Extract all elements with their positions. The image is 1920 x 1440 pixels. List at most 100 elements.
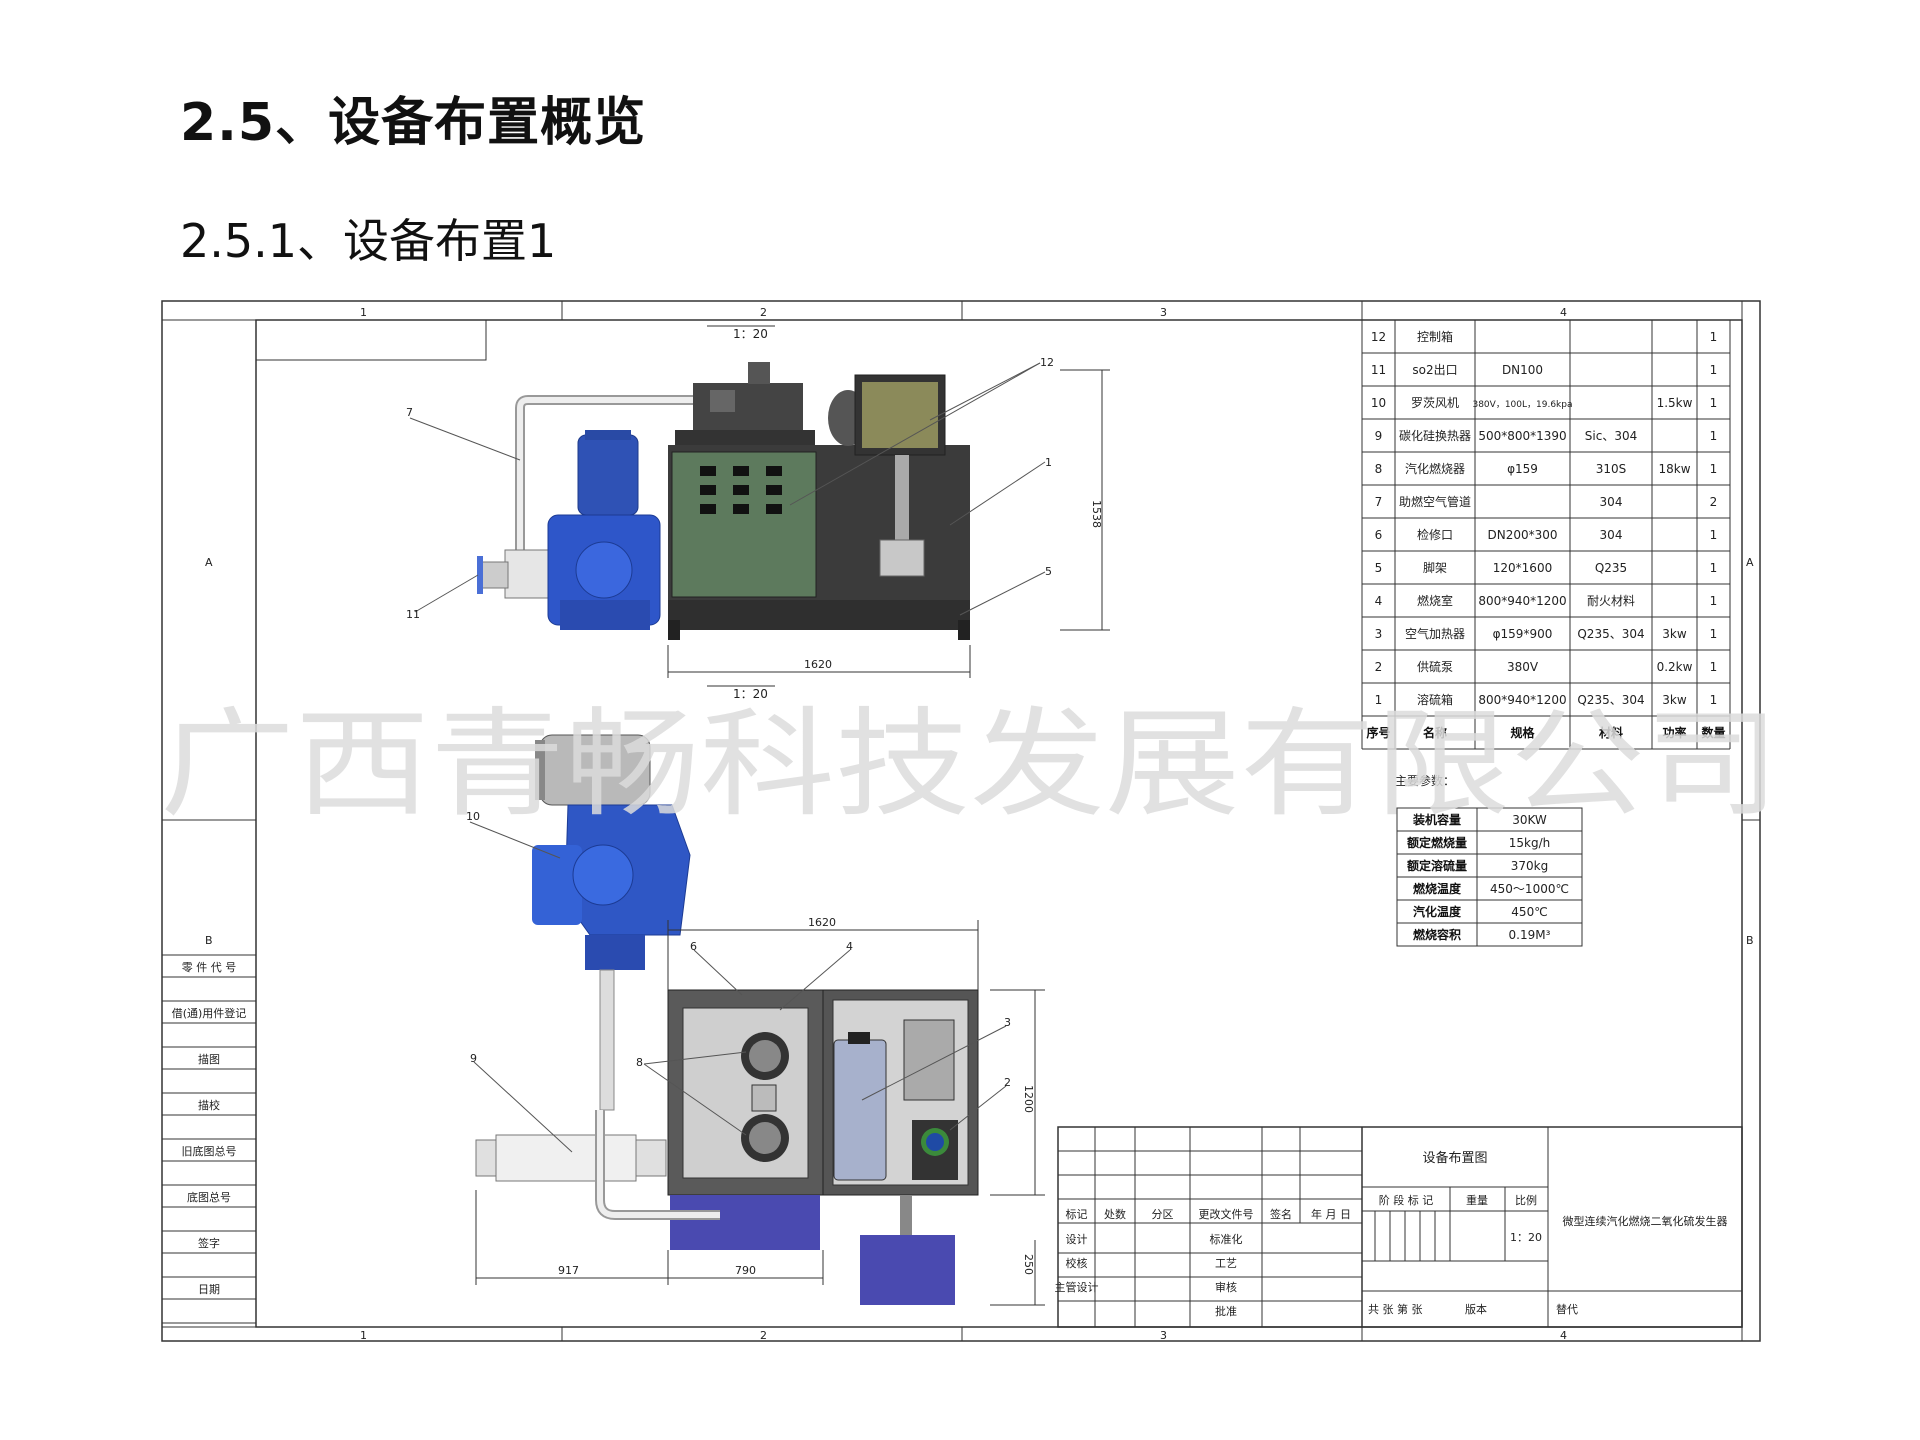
sidebar-label: 旧底图总号	[182, 1144, 237, 1158]
params-value: 30KW	[1512, 813, 1547, 827]
params-value: 450℃	[1511, 905, 1547, 919]
callout-9: 9	[470, 1052, 477, 1065]
parts-cell-spec: DN200*300	[1487, 528, 1557, 542]
frame-col-bottom-2: 2	[760, 1329, 767, 1342]
parts-cell-qty: 1	[1710, 693, 1718, 707]
sidebar-label: 借(通)用件登记	[172, 1006, 247, 1020]
sidebar-label: 底图总号	[187, 1190, 231, 1204]
title-block-header: 年 月 日	[1311, 1207, 1351, 1221]
sidebar-label: 零 件 代 号	[182, 961, 237, 974]
params-key: 燃烧温度	[1413, 881, 1462, 896]
dim-top-height: 1538	[1090, 500, 1103, 528]
parts-cell-spec: 800*940*1200	[1478, 594, 1566, 608]
callout-1: 1	[1045, 456, 1052, 469]
parts-cell-mat: 304	[1600, 495, 1623, 509]
parts-cell-power: 3kw	[1662, 693, 1687, 707]
title-block-header: 分区	[1152, 1208, 1174, 1221]
title-block-role: 校核	[1066, 1256, 1088, 1270]
plan-view: 1620 1200 250 917 790 10 9 8 6 4 3 2	[466, 734, 1045, 1306]
params-value: 15kg/h	[1509, 836, 1550, 850]
frame-row-left-b: B	[205, 934, 213, 947]
parts-cell-qty: 1	[1710, 561, 1718, 575]
parts-cell-name: 空气加热器	[1405, 626, 1465, 641]
parts-cell-name: 溶硫箱	[1417, 692, 1453, 707]
parts-cell-no: 7	[1375, 495, 1383, 509]
title-block-header: 签名	[1270, 1207, 1292, 1221]
parts-cell-qty: 1	[1710, 627, 1718, 641]
parts-cell-qty: 1	[1710, 330, 1718, 344]
title-block-role: 设计	[1066, 1233, 1088, 1246]
frame-row-left-a: A	[205, 556, 213, 569]
params-title: 主要参数：	[1395, 773, 1455, 788]
parts-cell-qty: 1	[1710, 363, 1718, 377]
parts-cell-qty: 1	[1710, 660, 1718, 674]
dim-top-width: 1620	[804, 658, 832, 671]
parts-cell-spec: φ159*900	[1493, 627, 1553, 641]
frame-col-top-2: 2	[760, 306, 767, 319]
parts-header-cell: 数量	[1701, 725, 1725, 740]
parts-cell-spec: 380V，100L，19.6kpa	[1472, 400, 1572, 410]
parts-cell-no: 11	[1371, 363, 1386, 377]
parts-cell-power: 3kw	[1662, 627, 1687, 641]
parts-cell-mat: 304	[1600, 528, 1623, 542]
parts-cell-mat: Sic、304	[1585, 429, 1637, 443]
sidebar-label: 签字	[198, 1236, 220, 1250]
parts-cell-mat: 耐火材料	[1587, 594, 1635, 608]
parts-cell-no: 4	[1375, 594, 1383, 608]
params-value: 0.19M³	[1509, 928, 1551, 942]
dim-bottom-width: 1620	[808, 916, 836, 929]
callout-12: 12	[1040, 356, 1054, 369]
parts-cell-name: 罗茨风机	[1411, 396, 1459, 410]
callout-7: 7	[406, 406, 413, 419]
replace-label: 替代	[1556, 1302, 1578, 1316]
parts-cell-name: so2出口	[1412, 363, 1457, 377]
params-key: 额定燃烧量	[1407, 835, 1467, 850]
parts-cell-spec: 500*800*1390	[1478, 429, 1566, 443]
section-heading: 2.5.1、设备布置1	[180, 214, 557, 268]
parts-cell-name: 汽化燃烧器	[1405, 461, 1465, 476]
parts-cell-spec: φ159	[1507, 462, 1538, 476]
weight-label: 重量	[1466, 1193, 1488, 1207]
frame-col-top-4: 4	[1560, 306, 1567, 319]
params-key: 燃烧容积	[1413, 927, 1461, 942]
callout-10: 10	[466, 810, 480, 823]
scale-top: 1：20	[733, 327, 768, 341]
parts-cell-no: 9	[1375, 429, 1383, 443]
parts-cell-no: 1	[1375, 693, 1383, 707]
title-block-role: 主管设计	[1055, 1280, 1099, 1294]
product-name: 微型连续汽化燃烧二氧化硫发生器	[1563, 1214, 1728, 1228]
parts-cell-no: 6	[1375, 528, 1383, 542]
outer-frame	[161, 300, 1761, 1342]
sidebar-label: 描图	[198, 1052, 220, 1066]
parts-cell-no: 3	[1375, 627, 1383, 641]
parts-cell-name: 碳化硅换热器	[1399, 429, 1471, 443]
parts-cell-mat: Q235、304	[1577, 627, 1644, 641]
params-value: 370kg	[1511, 859, 1548, 873]
callout-5: 5	[1045, 565, 1052, 578]
parts-cell-spec: DN100	[1502, 363, 1543, 377]
scale-value: 1：20	[1510, 1231, 1542, 1244]
callout-3: 3	[1004, 1016, 1011, 1029]
parts-header-cell: 材料	[1598, 725, 1623, 740]
parts-cell-name: 脚架	[1423, 560, 1447, 575]
parts-cell-spec: 120*1600	[1493, 561, 1552, 575]
frame-col-bottom-4: 4	[1560, 1329, 1567, 1342]
parts-cell-name: 助燃空气管道	[1399, 494, 1471, 509]
title-block-header: 标记	[1066, 1207, 1088, 1221]
parts-cell-power: 1.5kw	[1657, 396, 1693, 410]
parts-cell-mat: Q235、304	[1577, 693, 1644, 707]
parts-cell-qty: 1	[1710, 462, 1718, 476]
parts-header-cell: 功率	[1662, 725, 1686, 740]
parts-cell-mat: 310S	[1596, 462, 1627, 476]
parts-cell-qty: 2	[1710, 495, 1718, 509]
parts-cell-name: 供硫泵	[1417, 659, 1453, 674]
title-block-header: 更改文件号	[1199, 1207, 1254, 1221]
frame-col-top-1: 1	[360, 306, 367, 319]
parts-cell-name: 控制箱	[1417, 329, 1453, 344]
company-watermark: 广西青畅科技发展有限公司	[160, 695, 1780, 833]
page-heading: 2.5、设备布置概览	[180, 93, 647, 153]
scale-label: 比例	[1515, 1193, 1537, 1207]
dim-bottom-height: 1200	[1022, 1085, 1035, 1113]
